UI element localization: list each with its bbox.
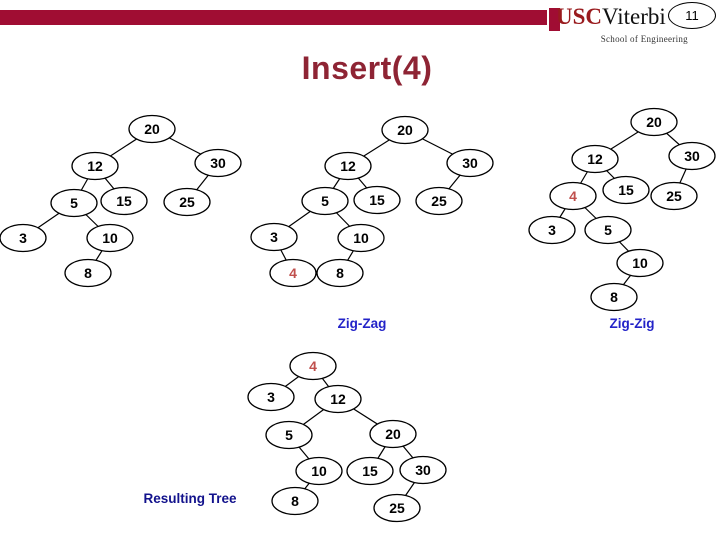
tree-node-value-15: 15 <box>369 192 385 208</box>
tree-node-value-25: 25 <box>179 194 195 210</box>
tree-node-ellipse-20 <box>381 115 429 145</box>
tree-node-ellipse-4 <box>549 181 597 211</box>
label-zig-zig: Zig-Zig <box>609 316 655 331</box>
tree-node-ellipse-10 <box>86 223 134 253</box>
tree-node-value-5: 5 <box>321 193 329 209</box>
tree-node-value-25: 25 <box>389 500 405 516</box>
tree-node-ellipse-10 <box>616 248 664 278</box>
tree-node-value-10: 10 <box>632 255 648 271</box>
tree-node-value-10: 10 <box>353 230 369 246</box>
slide-title: Insert(4) <box>301 50 433 86</box>
tree-node-ellipse-20 <box>128 114 176 144</box>
tree-node-value-8: 8 <box>291 493 299 509</box>
tree-node-ellipse-10 <box>337 223 385 253</box>
tree-node-ellipse-3 <box>0 223 47 253</box>
tree-node-ellipse-10 <box>295 456 343 486</box>
tree-node-value-8: 8 <box>610 289 618 305</box>
tree-node-ellipse-3 <box>247 382 295 412</box>
tree-after-insert-zig-zag: 20 12 30 5 15 25 3 10 4 8 <box>250 115 494 288</box>
logo-wordmark: USCViterbi <box>556 4 688 33</box>
tree-node-ellipse-25 <box>163 187 211 217</box>
tree-node-ellipse-25 <box>373 493 421 523</box>
tree-node-value-30: 30 <box>415 462 431 478</box>
label-resulting-tree: Resulting Tree <box>143 491 237 506</box>
tree-node-ellipse-4 <box>289 351 337 381</box>
tree-node-value-10: 10 <box>311 463 327 479</box>
tree-node-value-20: 20 <box>144 121 160 137</box>
tree-node-value-5: 5 <box>604 222 612 238</box>
tree-node-ellipse-3 <box>250 222 298 252</box>
tree-node-value-30: 30 <box>684 148 700 164</box>
tree-node-ellipse-8 <box>590 282 638 312</box>
header-bar-end-block <box>549 8 560 31</box>
tree-node-ellipse-12 <box>71 151 119 181</box>
tree-node-ellipse-30 <box>668 141 716 171</box>
tree-node-ellipse-5 <box>50 188 98 218</box>
tree-node-value-20: 20 <box>397 122 413 138</box>
tree-node-value-12: 12 <box>87 158 103 174</box>
tree-node-value-3: 3 <box>270 229 278 245</box>
tree-node-value-15: 15 <box>116 193 132 209</box>
tree-node-ellipse-30 <box>399 455 447 485</box>
tree-node-ellipse-8 <box>316 258 364 288</box>
tree-node-value-20: 20 <box>646 114 662 130</box>
tree-node-ellipse-25 <box>415 186 463 216</box>
tree-node-ellipse-5 <box>301 186 349 216</box>
tree-node-ellipse-25 <box>650 181 698 211</box>
tree-node-value-12: 12 <box>330 391 346 407</box>
tree-node-value-5: 5 <box>70 195 78 211</box>
tree-node-value-4: 4 <box>309 358 317 374</box>
tree-node-value-8: 8 <box>84 265 92 281</box>
tree-node-ellipse-20 <box>369 419 417 449</box>
tree-node-ellipse-12 <box>314 384 362 414</box>
tree-node-value-15: 15 <box>362 463 378 479</box>
tree-node-value-12: 12 <box>587 151 603 167</box>
tree-node-value-20: 20 <box>385 426 401 442</box>
tree-node-value-25: 25 <box>431 193 447 209</box>
tree-node-ellipse-5 <box>584 215 632 245</box>
tree-node-ellipse-15 <box>346 456 394 486</box>
tree-node-ellipse-15 <box>100 186 148 216</box>
tree-node-value-12: 12 <box>340 158 356 174</box>
tree-node-value-15: 15 <box>618 182 634 198</box>
page-number: 11 <box>685 8 699 23</box>
tree-node-value-3: 3 <box>267 389 275 405</box>
tree-node-ellipse-5 <box>265 420 313 450</box>
tree-node-ellipse-4 <box>269 258 317 288</box>
tree-resulting-tree: 4 3 12 5 20 10 15 30 8 25 <box>247 351 447 523</box>
logo-usc-text: USC <box>556 4 603 29</box>
logo-school-text: School of Engineering <box>600 34 688 44</box>
label-zig-zag: Zig-Zag <box>337 316 387 331</box>
logo-viterbi-text: Viterbi <box>602 4 666 29</box>
tree-node-ellipse-8 <box>271 486 319 516</box>
tree-node-ellipse-3 <box>528 215 576 245</box>
tree-node-ellipse-8 <box>64 258 112 288</box>
tree-before-insert: 20 12 30 5 15 25 3 10 8 <box>0 114 242 288</box>
header-bar <box>0 10 547 25</box>
tree-node-value-4: 4 <box>569 188 577 204</box>
tree-node-value-30: 30 <box>462 155 478 171</box>
tree-node-value-10: 10 <box>102 230 118 246</box>
tree-node-value-25: 25 <box>666 188 682 204</box>
tree-node-ellipse-15 <box>602 175 650 205</box>
tree-node-value-30: 30 <box>210 155 226 171</box>
tree-node-ellipse-30 <box>194 148 242 178</box>
tree-node-value-3: 3 <box>548 222 556 238</box>
tree-node-value-5: 5 <box>285 427 293 443</box>
tree-node-value-4: 4 <box>289 265 297 281</box>
tree-node-ellipse-12 <box>324 151 372 181</box>
tree-node-ellipse-15 <box>353 185 401 215</box>
tree-node-ellipse-20 <box>630 107 678 137</box>
tree-node-value-8: 8 <box>336 265 344 281</box>
tree-node-ellipse-12 <box>571 144 619 174</box>
usc-viterbi-logo: USCViterbi School of Engineering <box>556 4 688 44</box>
page-number-badge: 11 <box>668 2 716 29</box>
tree-node-value-3: 3 <box>19 230 27 246</box>
tree-node-ellipse-30 <box>446 148 494 178</box>
